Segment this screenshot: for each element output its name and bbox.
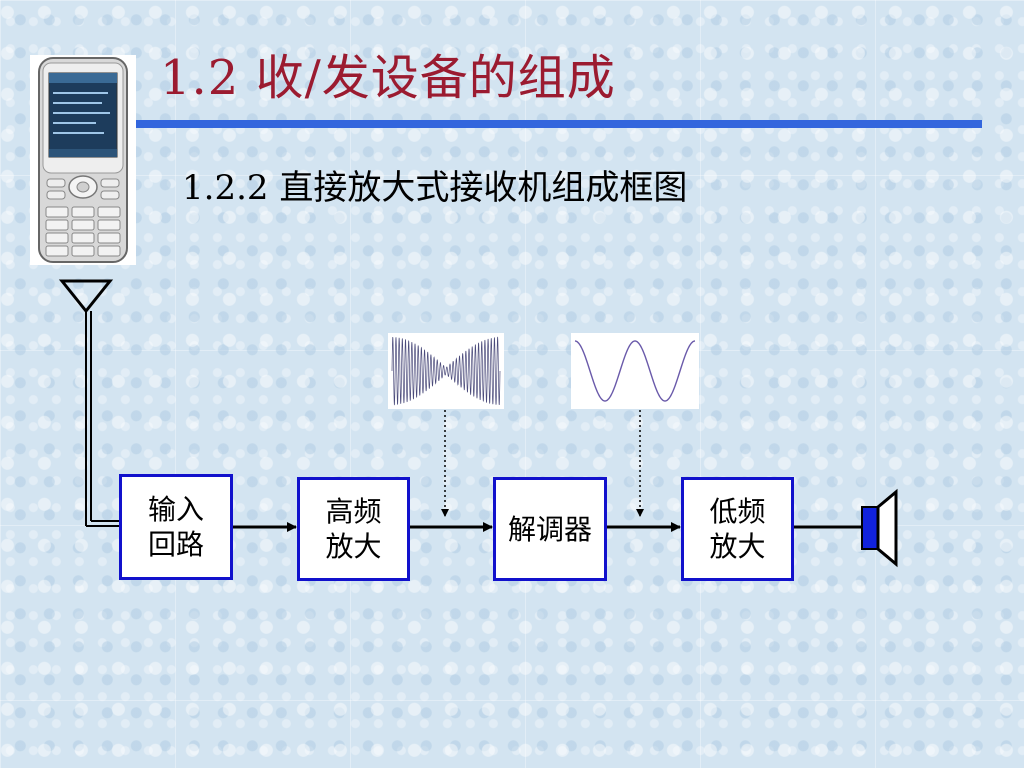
am-wave-path <box>391 336 501 406</box>
input-circuit-label-2: 回路 <box>147 528 204 561</box>
am-waveform <box>388 333 504 409</box>
audio-wave-path <box>574 340 696 402</box>
rf-amp-label-1: 高频 <box>325 495 382 528</box>
phone-icon <box>38 57 128 263</box>
rf-amp-label-2: 放大 <box>325 530 382 563</box>
input-circuit-label-1: 输入 <box>147 493 204 526</box>
audio-waveform <box>571 333 699 409</box>
audio-waveform-plot <box>574 340 696 402</box>
antenna-icon <box>58 279 120 527</box>
slide-title: 1.2 收/发设备的组成 <box>160 50 616 106</box>
rf-amp-block: 高频 放大 <box>297 477 410 581</box>
title-underline <box>136 120 982 128</box>
phone-image <box>30 55 136 265</box>
af-amp-label-1: 低频 <box>709 495 766 528</box>
demodulator-label: 解调器 <box>507 512 592 546</box>
speaker-icon <box>861 488 898 568</box>
am-waveform-plot <box>391 336 501 406</box>
slide-subtitle: 1.2.2 直接放大式接收机组成框图 <box>182 168 688 208</box>
input-circuit-block: 输入 回路 <box>119 474 233 580</box>
af-amp-label-2: 放大 <box>709 530 766 563</box>
demodulator-block: 解调器 <box>493 477 607 581</box>
af-amp-block: 低频 放大 <box>681 477 794 581</box>
